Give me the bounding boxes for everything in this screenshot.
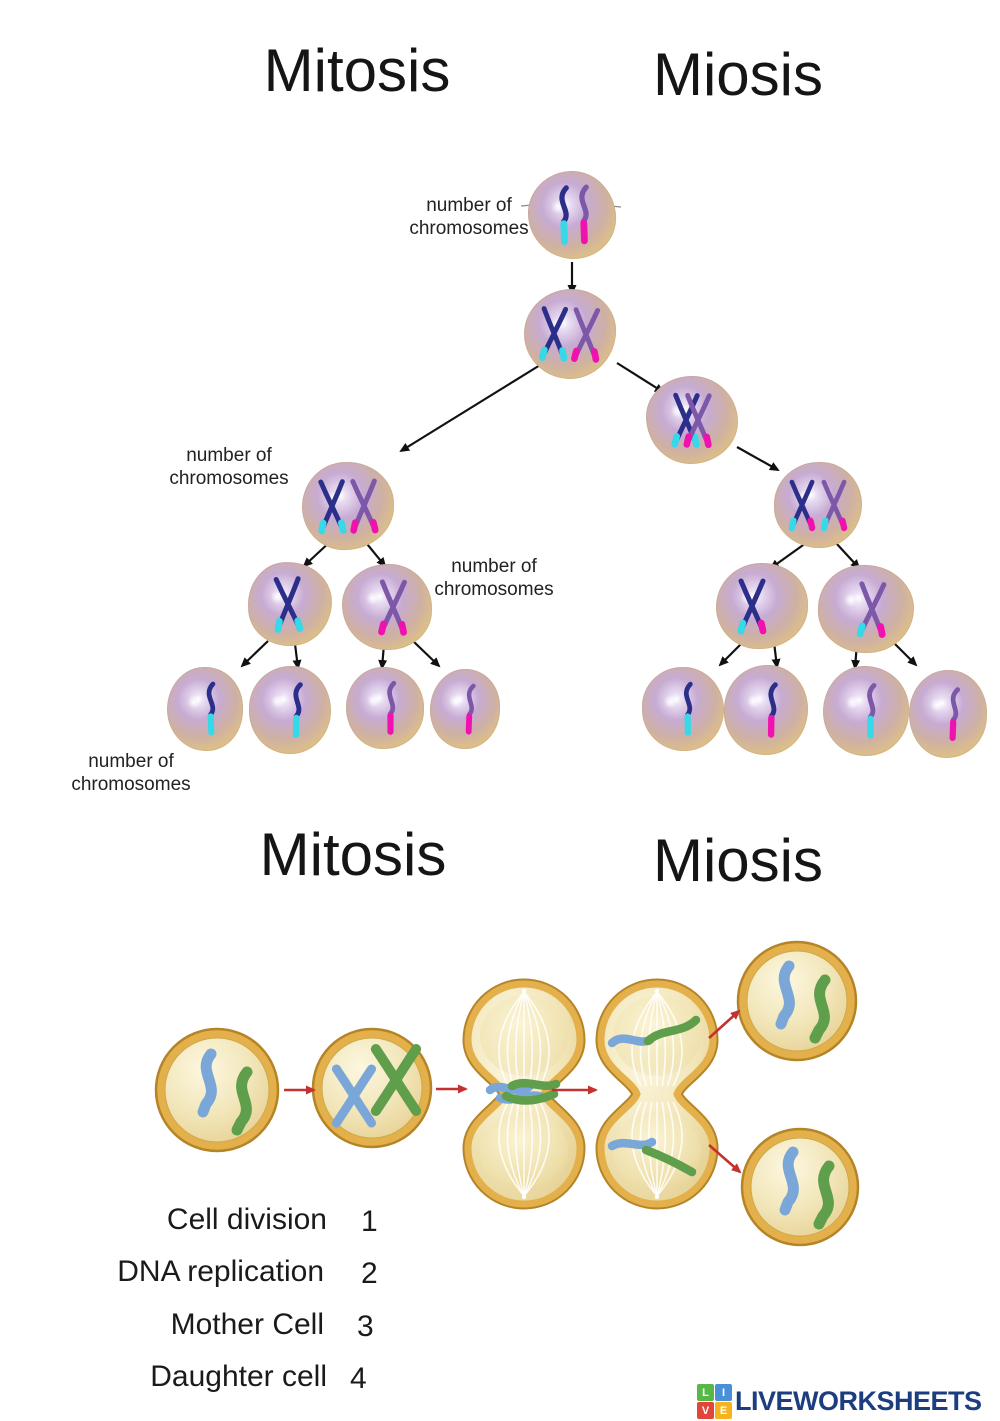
nucleolus-glint: [366, 694, 382, 708]
meiosis-div1-right-cell: [816, 563, 916, 655]
dividing-cell-metaphase: [462, 978, 586, 1210]
dna-replicated-cell: [522, 287, 618, 381]
title-miosis-top: Miosis: [652, 41, 824, 108]
division-arrow: [769, 542, 807, 570]
title-miosis-bottom: Miosis: [652, 827, 824, 894]
liveworksheets-logo-text: LIVEWORKSHEETS: [735, 1386, 982, 1416]
chromosome-count-label-div2: number of chromosomes: [434, 556, 554, 601]
division-arrow: [736, 446, 780, 471]
chromosome-count-label-parent: number of chromosomes: [409, 195, 529, 240]
meiosis-final-cell-4: [907, 668, 989, 760]
mother-cell: [526, 169, 618, 261]
logo-square-i: I: [715, 1384, 732, 1401]
liveworksheets-logo[interactable]: L I V E LIVEWORKSHEETS: [697, 1384, 982, 1419]
chromosomes: [671, 392, 712, 449]
logo-square-e: E: [715, 1402, 732, 1419]
mother-cell-bottom: [154, 1027, 280, 1153]
division-arrow: [616, 362, 665, 394]
match-label: Mother Cell: [170, 1308, 324, 1341]
chromosome-count-label-final: number of chromosomes: [71, 751, 191, 796]
mitosis-final-cell-1: [165, 665, 245, 753]
division-arrow: [240, 640, 269, 668]
match-answer-field[interactable]: 1: [361, 1205, 378, 1238]
chromosomes: [767, 682, 778, 738]
chromosomes: [737, 578, 767, 635]
stage-arrow: [708, 1144, 742, 1174]
match-answer-field[interactable]: 4: [350, 1362, 367, 1395]
dividing-cell-separated: [595, 978, 719, 1210]
chromosomes: [856, 581, 887, 638]
division-arrow: [399, 361, 546, 453]
chromosomes: [292, 682, 303, 738]
title-mitosis-bottom: Mitosis: [259, 821, 447, 888]
mitosis-div1-left-cell: [246, 560, 334, 648]
chromosomes: [559, 184, 589, 245]
daughter-cell-bottom: [740, 1127, 860, 1247]
match-label: Daughter cell: [150, 1360, 327, 1393]
meiosis-final-cell-1: [641, 666, 725, 752]
title-mitosis-top: Mitosis: [263, 37, 451, 104]
chromosomes: [318, 478, 379, 535]
meiosis-final-cell-3: [823, 666, 909, 756]
mitosis-metaphase-cell: [301, 461, 395, 551]
daughter-cell-top: [736, 940, 858, 1062]
division-arrow: [835, 542, 861, 570]
chromosomes: [683, 681, 693, 736]
replicated-cell-bottom: [311, 1027, 433, 1149]
mitosis-final-cell-2: [248, 665, 332, 755]
chromosomes: [273, 576, 304, 633]
chromosome-count-label-div1: number of chromosomes: [169, 445, 289, 490]
meiosis-crossover-cell: [645, 375, 739, 465]
chromosomes: [539, 306, 601, 363]
logo-square-l: L: [697, 1384, 714, 1401]
division-arrow: [292, 643, 302, 670]
mitosis-final-cell-4: [428, 667, 502, 751]
match-answer-field[interactable]: 3: [357, 1310, 374, 1343]
mitosis-div1-right-cell: [341, 563, 433, 651]
meiosis-div1-left-cell: [716, 563, 808, 649]
bottom-mitosis-sequence: [154, 940, 860, 1247]
nucleolus-glint: [845, 695, 861, 709]
meiosis-recombined-cell: [774, 462, 862, 548]
mitosis-final-cell-3: [346, 667, 424, 749]
logo-square-v: V: [697, 1402, 714, 1419]
division-arrow: [412, 640, 441, 668]
chromosomes: [949, 687, 961, 742]
chromosomes: [378, 579, 407, 636]
chromosomes: [465, 683, 476, 735]
liveworksheets-logo-icon: L I V E: [697, 1384, 732, 1419]
meiosis-final-cell-2: [723, 664, 809, 756]
chromosomes: [867, 683, 877, 739]
match-label: Cell division: [166, 1203, 327, 1236]
match-label: DNA replication: [117, 1255, 324, 1288]
chromosomes: [206, 681, 216, 736]
stage-arrow: [708, 1009, 741, 1039]
match-answer-field[interactable]: 2: [361, 1257, 378, 1290]
chromosomes: [387, 680, 397, 735]
chromosomes: [788, 479, 848, 532]
